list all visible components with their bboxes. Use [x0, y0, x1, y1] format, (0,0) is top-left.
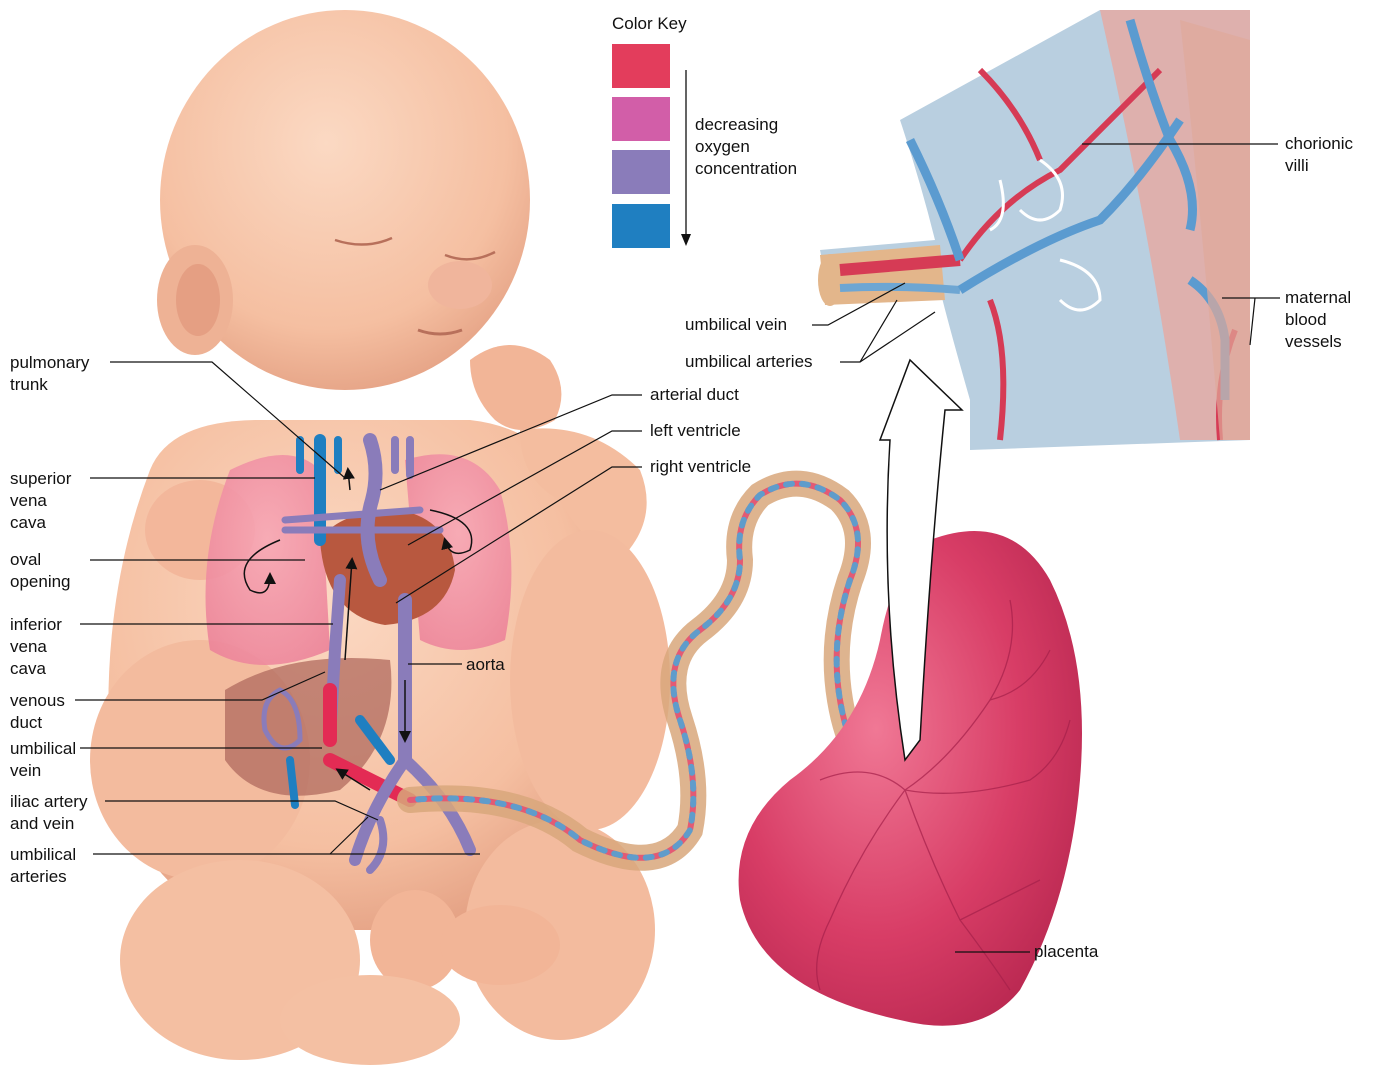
label-umbilical-arteries-placenta: umbilical arteries	[685, 351, 813, 373]
label-venous-duct: venous duct	[10, 690, 65, 734]
label-iliac-artery-and-vein: iliac artery and vein	[10, 791, 87, 835]
label-pulmonary-trunk: pulmonary trunk	[10, 352, 89, 396]
color-key-note: decreasing oxygen concentration	[695, 114, 797, 180]
swatch-low-oxygen	[612, 204, 670, 248]
label-umbilical-vein-fetus: umbilical vein	[10, 738, 76, 782]
label-chorionic-villi: chorionic villi	[1285, 133, 1353, 177]
label-arterial-duct: arterial duct	[650, 384, 739, 406]
label-umbilical-vein-placenta: umbilical vein	[685, 314, 787, 336]
label-superior-vena-cava: superior vena cava	[10, 468, 71, 534]
swatch-high-oxygen	[612, 44, 670, 88]
color-key-title: Color Key	[612, 14, 687, 34]
placenta-section	[818, 10, 1250, 450]
label-umbilical-arteries-fetus: umbilical arteries	[10, 844, 76, 888]
label-maternal-blood-vessels: maternal blood vessels	[1285, 287, 1351, 353]
label-placenta: placenta	[1034, 941, 1098, 963]
label-inferior-vena-cava: inferior vena cava	[10, 614, 62, 680]
decreasing-arrow-icon	[678, 70, 694, 250]
swatch-mid-high-oxygen	[612, 97, 670, 141]
label-oval-opening: oval opening	[10, 549, 71, 593]
label-right-ventricle: right ventricle	[650, 456, 751, 478]
swatch-mid-low-oxygen	[612, 150, 670, 194]
label-left-ventricle: left ventricle	[650, 420, 741, 442]
label-aorta: aorta	[466, 654, 505, 676]
